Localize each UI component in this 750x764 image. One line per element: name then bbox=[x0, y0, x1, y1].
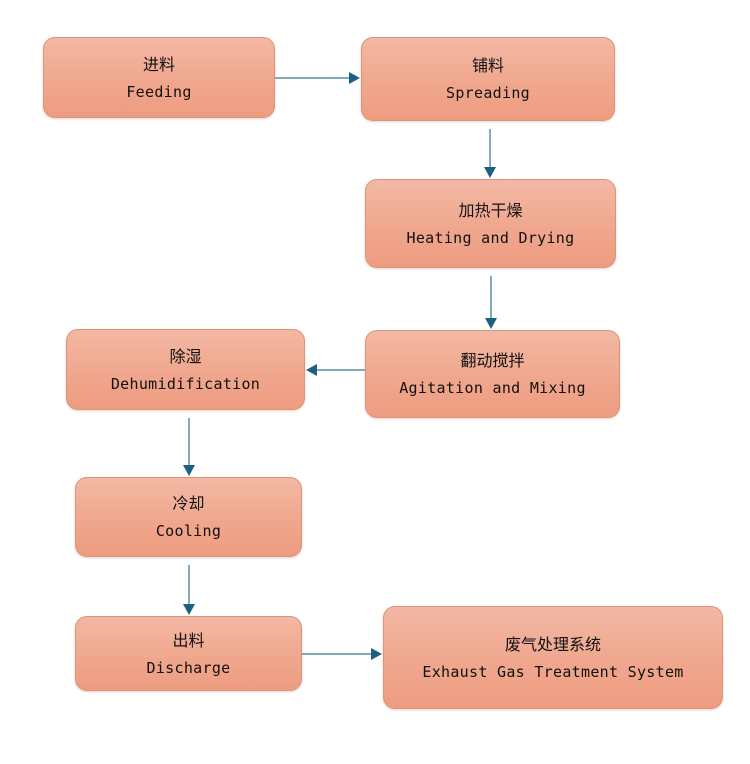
node-heating-zh: 加热干燥 bbox=[458, 200, 523, 220]
node-discharge-zh: 出料 bbox=[172, 630, 205, 650]
node-dehumid-zh: 除湿 bbox=[169, 346, 202, 366]
node-spreading-zh: 铺料 bbox=[471, 56, 504, 75]
arrowhead-spreading-to-heating-icon bbox=[484, 167, 496, 178]
node-cooling-en: Cooling bbox=[155, 522, 222, 540]
node-exhaust-gas-treatment: 废气处理系统 Exhaust Gas Treatment System bbox=[383, 606, 723, 709]
node-discharge: 出料 Discharge bbox=[75, 616, 302, 691]
node-feeding: 进料 Feeding bbox=[43, 37, 275, 118]
node-dehumid-en: Dehumidification bbox=[110, 374, 261, 393]
node-feeding-en: Feeding bbox=[126, 82, 192, 101]
arrowhead-feeding-to-spreading-icon bbox=[349, 72, 360, 84]
node-dehumidification: 除湿 Dehumidification bbox=[66, 329, 305, 410]
node-heating-and-drying: 加热干燥 Heating and Drying bbox=[365, 179, 616, 268]
node-discharge-en: Discharge bbox=[146, 658, 231, 677]
arrowhead-agitation-to-dehumid-icon bbox=[306, 364, 317, 376]
arrowhead-discharge-to-exhaust-icon bbox=[371, 648, 382, 660]
node-spreading-en: Spreading bbox=[446, 84, 530, 102]
arrowhead-dehumid-to-cooling-icon bbox=[183, 465, 195, 476]
node-agitation-zh: 翻动搅拌 bbox=[460, 351, 525, 370]
arrowhead-cooling-to-discharge-icon bbox=[183, 604, 195, 615]
node-exhaust-en: Exhaust Gas Treatment System bbox=[422, 662, 684, 681]
node-exhaust-zh: 废气处理系统 bbox=[504, 634, 601, 654]
node-cooling: 冷却 Cooling bbox=[75, 477, 302, 557]
node-agitation-en: Agitation and Mixing bbox=[399, 379, 586, 397]
node-spreading: 铺料 Spreading bbox=[361, 37, 615, 121]
node-heating-en: Heating and Drying bbox=[406, 228, 575, 247]
node-cooling-zh: 冷却 bbox=[172, 494, 205, 513]
node-feeding-zh: 进料 bbox=[142, 54, 175, 74]
arrowhead-heating-to-agitation-icon bbox=[485, 318, 497, 329]
node-agitation-and-mixing: 翻动搅拌 Agitation and Mixing bbox=[365, 330, 620, 418]
